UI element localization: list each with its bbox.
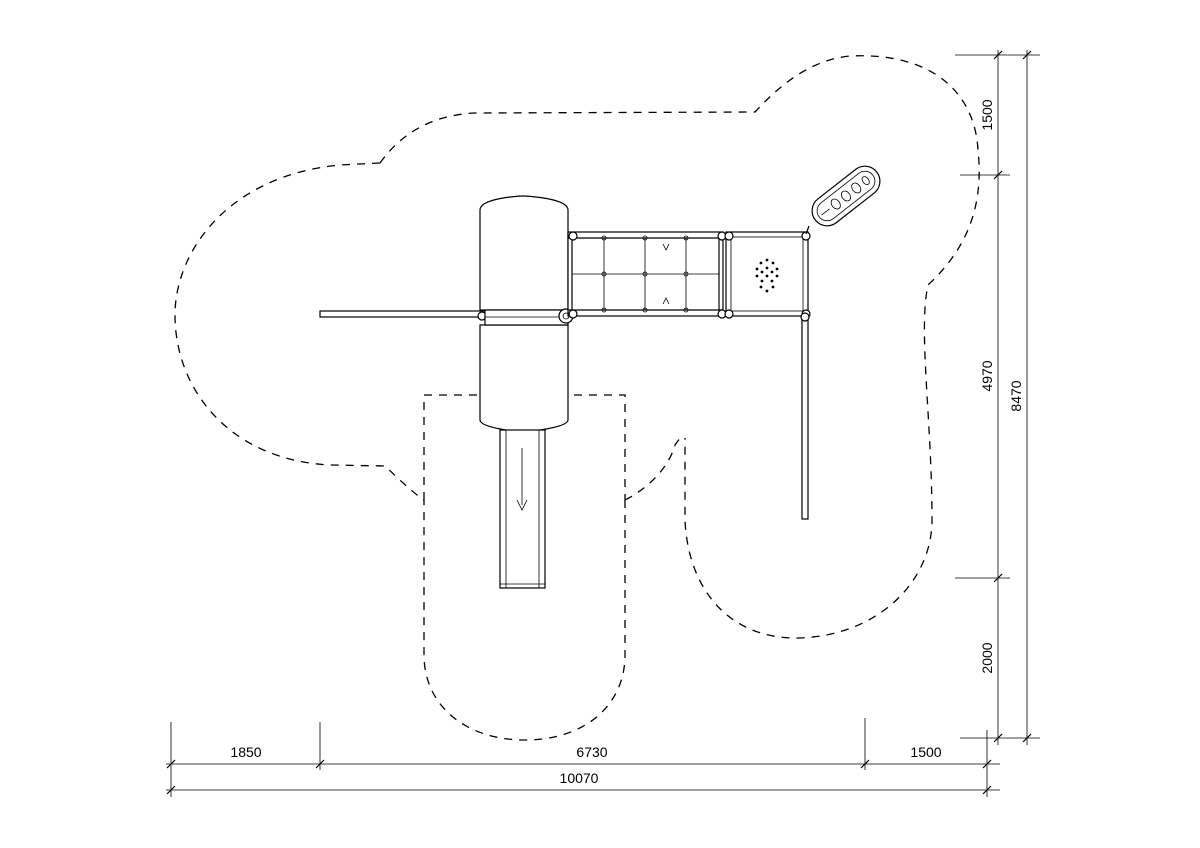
vertical-pole: [800, 312, 810, 520]
left-bar: [319, 310, 487, 321]
climbing-net-bridge: [567, 231, 727, 319]
slide-platform: [479, 195, 569, 433]
bottom-dimension-lines: [166, 718, 1000, 797]
dimension-right-middle: 4970: [979, 360, 995, 391]
safety-zone-outline: [174, 55, 980, 741]
tower-platform: [724, 231, 811, 319]
perforated-deck-pattern: [755, 258, 779, 293]
slide-direction-arrow-icon: [516, 448, 528, 511]
dimension-right-bottom: 2000: [979, 642, 995, 673]
dimension-bottom-right: 1500: [910, 744, 941, 760]
dimension-right-total: 8470: [1008, 380, 1024, 411]
dimension-right-top: 1500: [979, 99, 995, 130]
panel-connector: [805, 225, 810, 235]
dimension-bottom-total: 10070: [560, 770, 599, 786]
platform-beam: [484, 308, 574, 326]
dimension-bottom-middle: 6730: [576, 744, 607, 760]
angled-panel: [811, 165, 881, 227]
dimension-bottom-left: 1850: [230, 744, 261, 760]
right-dimension-lines: [955, 50, 1040, 745]
